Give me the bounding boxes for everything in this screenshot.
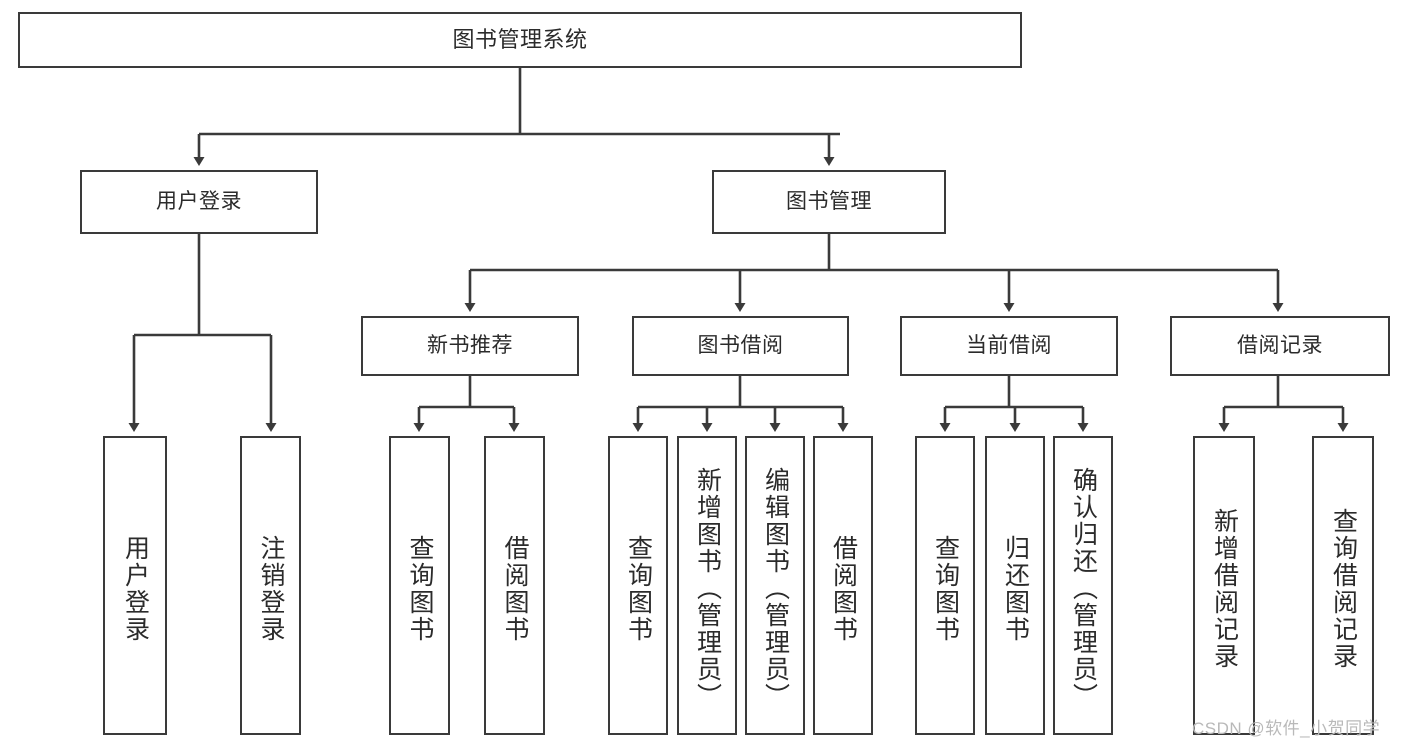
leaf-query-borrow-record[interactable]: 查询借阅记录 <box>1312 436 1374 735</box>
leaf-add-borrow-record[interactable]: 新增借阅记录 <box>1193 436 1255 735</box>
watermark: CSDN @软件_小贺同学 <box>1192 719 1381 738</box>
leaf-confirm-return-admin-label: 确认归还（管理员） <box>1069 467 1098 710</box>
leaf-borrow-book-recommend[interactable]: 借阅图书 <box>484 436 545 735</box>
leaf-query-book-recommend[interactable]: 查询图书 <box>389 436 450 735</box>
leaf-query-book-current-label: 查询图书 <box>931 534 960 643</box>
leaf-add-book-admin-label: 新增图书（管理员） <box>693 467 722 710</box>
leaf-edit-book-admin-label: 编辑图书（管理员） <box>761 467 790 710</box>
leaf-user-login-label: 用户登录 <box>121 534 150 643</box>
node-current-borrow[interactable]: 当前借阅 <box>900 316 1118 376</box>
leaf-add-book-admin[interactable]: 新增图书（管理员） <box>677 436 737 735</box>
leaf-confirm-return-admin[interactable]: 确认归还（管理员） <box>1053 436 1113 735</box>
leaf-query-book-borrow-label: 查询图书 <box>624 534 653 643</box>
node-new-book-recommend-label: 新书推荐 <box>427 333 513 357</box>
node-book-borrow[interactable]: 图书借阅 <box>632 316 849 376</box>
leaf-edit-book-admin[interactable]: 编辑图书（管理员） <box>745 436 805 735</box>
leaf-borrow-book-recommend-label: 借阅图书 <box>501 534 529 643</box>
node-borrow-record[interactable]: 借阅记录 <box>1170 316 1390 376</box>
node-borrow-record-label: 借阅记录 <box>1237 333 1323 357</box>
leaf-return-book-label: 归还图书 <box>1001 534 1030 643</box>
node-book-management[interactable]: 图书管理 <box>712 170 946 234</box>
leaf-query-borrow-record-label: 查询借阅记录 <box>1329 507 1358 670</box>
node-user-login-label: 用户登录 <box>156 189 242 213</box>
node-user-login[interactable]: 用户登录 <box>80 170 318 234</box>
node-new-book-recommend[interactable]: 新书推荐 <box>361 316 579 376</box>
node-root-label: 图书管理系统 <box>452 27 588 53</box>
leaf-query-book-recommend-label: 查询图书 <box>406 534 434 643</box>
leaf-query-book-borrow[interactable]: 查询图书 <box>608 436 668 735</box>
leaf-logout[interactable]: 注销登录 <box>240 436 301 735</box>
leaf-borrow-book[interactable]: 借阅图书 <box>813 436 873 735</box>
leaf-user-login[interactable]: 用户登录 <box>103 436 167 735</box>
leaf-add-borrow-record-label: 新增借阅记录 <box>1210 507 1239 670</box>
leaf-borrow-book-label: 借阅图书 <box>829 534 858 643</box>
node-book-borrow-label: 图书借阅 <box>697 333 784 357</box>
leaf-query-book-current[interactable]: 查询图书 <box>915 436 975 735</box>
node-root[interactable]: 图书管理系统 <box>18 12 1022 68</box>
leaf-logout-label: 注销登录 <box>257 534 285 643</box>
leaf-return-book[interactable]: 归还图书 <box>985 436 1045 735</box>
node-current-borrow-label: 当前借阅 <box>966 333 1052 357</box>
node-book-management-label: 图书管理 <box>786 189 872 213</box>
